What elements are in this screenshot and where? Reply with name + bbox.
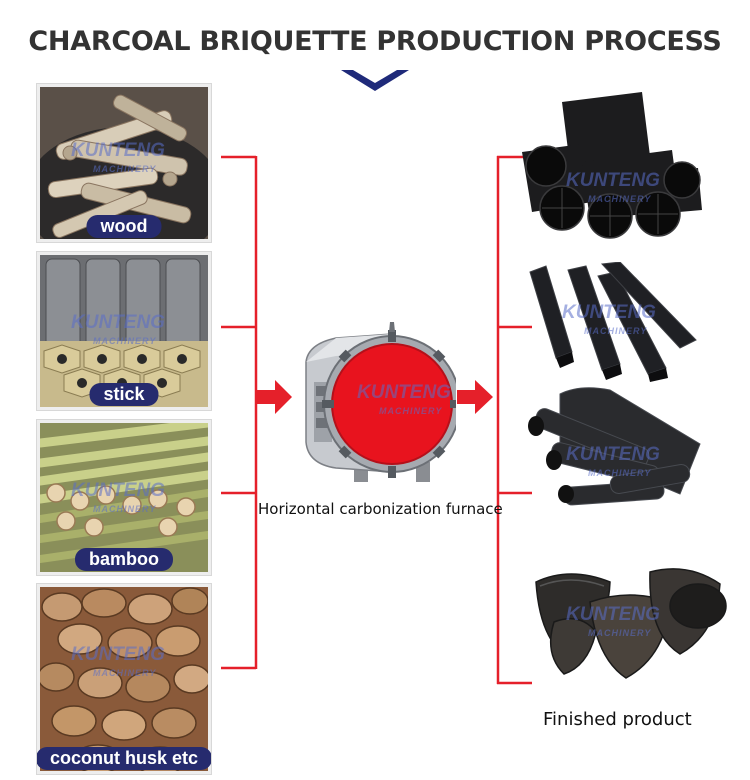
finished-product-label: Finished product — [543, 709, 692, 730]
product-charcoal-sticks — [529, 262, 697, 382]
carbonization-furnace-illustration — [305, 322, 456, 482]
product-bamboo-charcoal — [528, 387, 701, 506]
page-title: CHARCOAL BRIQUETTE PRODUCTION PROCESS — [28, 26, 722, 57]
arrow-right-icon — [457, 380, 493, 414]
source-label-stick: stick — [89, 383, 159, 406]
furnace-label: Horizontal carbonization furnace — [258, 500, 503, 518]
product-coconut-shell-charcoal — [535, 568, 727, 679]
coconut-husk-photo — [40, 587, 208, 771]
source-label-wood: wood — [86, 215, 162, 238]
arrow-right-icon — [257, 380, 292, 414]
chevron-down-icon — [341, 70, 409, 91]
stick-photo — [40, 255, 208, 407]
source-label-coconut-husk: coconut husk etc — [37, 747, 211, 770]
source-label-bamboo: bamboo — [75, 548, 173, 571]
product-charcoal-logs — [522, 92, 702, 239]
bamboo-photo — [40, 423, 208, 572]
wood-photo — [40, 87, 208, 239]
